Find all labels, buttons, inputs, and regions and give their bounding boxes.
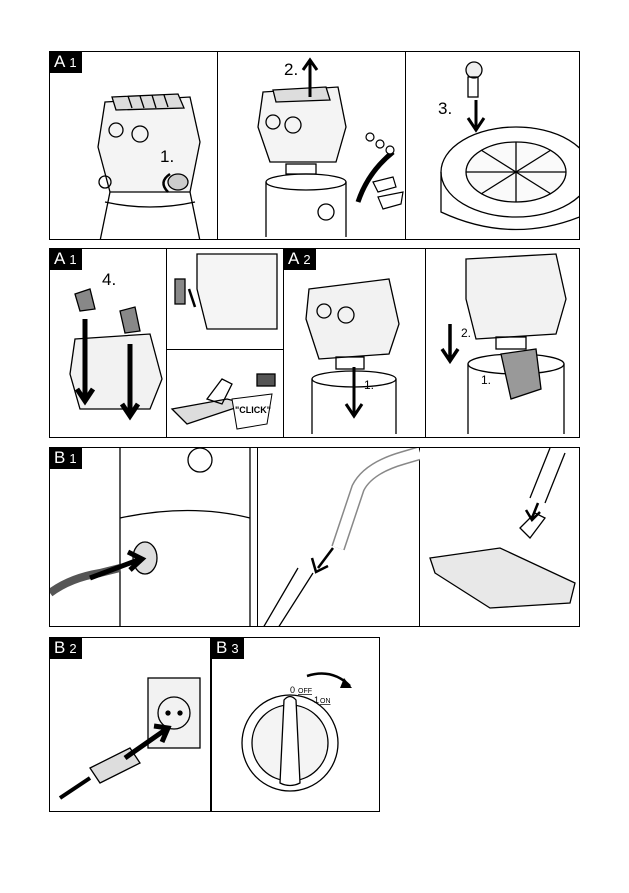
hose-connect-illustration <box>50 448 258 627</box>
filter-illustration: 2. 1. <box>426 249 580 438</box>
step-4-text: 4. <box>102 270 116 289</box>
caster-illustration: 3. <box>406 52 580 240</box>
arrow-down-icon <box>468 100 484 130</box>
arrow-down-icon <box>312 548 333 572</box>
step-2-a2-text: 2. <box>461 326 471 340</box>
step-1-filter-text: 1. <box>481 373 491 387</box>
arrow-down-icon <box>189 289 195 307</box>
arrow-down-icon <box>526 503 540 520</box>
lower-head-illustration: 1. <box>284 249 426 438</box>
click-text: "CLICK" <box>235 405 271 415</box>
plug-socket-illustration <box>50 638 211 812</box>
vacuum-unlock-illustration: 1. <box>50 52 218 240</box>
arrow-down-icon <box>442 324 458 361</box>
arrow-down-icon <box>346 367 362 416</box>
step-2-text: 2. <box>284 60 298 79</box>
step-1-text: 1. <box>160 147 174 166</box>
step-1-a2-text: 1. <box>364 378 374 392</box>
holders-illustration: 4. <box>50 249 167 438</box>
click-illustration: "CLICK" <box>167 249 284 438</box>
tube-connect-illustration <box>258 448 420 627</box>
rotary-switch-icon: 0 OFF 1 ON <box>212 638 380 812</box>
switch-on-number: 1 <box>314 695 319 705</box>
nozzle-connect-illustration <box>420 448 580 627</box>
switch-on-label: ON <box>320 698 331 705</box>
step-3-text: 3. <box>438 99 452 118</box>
switch-off-label: OFF <box>298 688 312 695</box>
switch-off-number: 0 <box>290 685 295 695</box>
lift-head-illustration: 2. <box>218 52 406 240</box>
